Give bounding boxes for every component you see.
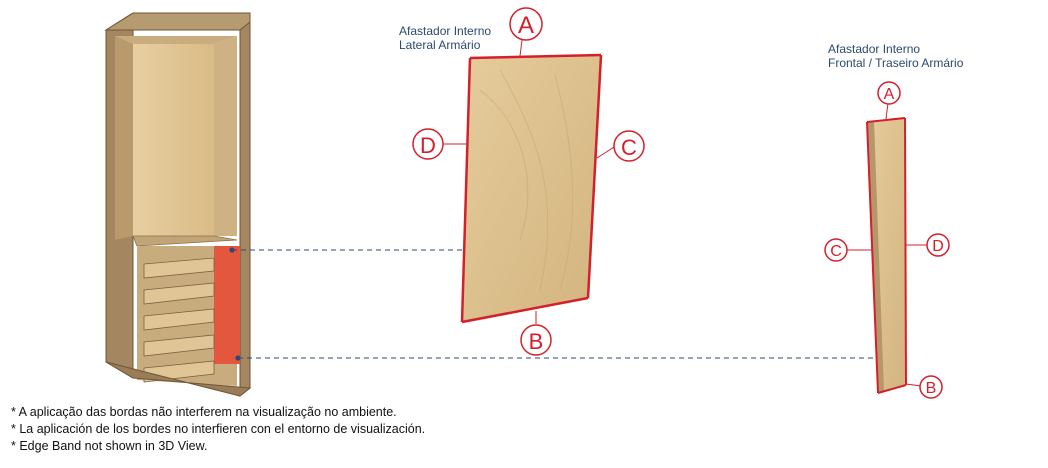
frontal-panel: [866, 117, 907, 394]
frontal-edge-label-c: C: [824, 238, 872, 262]
svg-text:C: C: [621, 135, 637, 160]
lateral-panel-caption: Afastador Interno Lateral Armário: [399, 24, 491, 52]
edge-a-line: [469, 53, 602, 60]
lateral-edge-label-c: C: [596, 130, 645, 162]
edge-b-line: [461, 296, 589, 324]
edge-c-line: [586, 54, 603, 299]
lateral-edge-label-a: A: [509, 7, 543, 57]
note-portuguese: * A aplicação das bordas não interferem …: [11, 405, 397, 419]
note-english: * Edge Band not shown in 3D View.: [11, 439, 208, 453]
frontal-panel-caption: Afastador Interno Frontal / Traseiro Arm…: [828, 42, 963, 70]
frontal-caption-line2: Frontal / Traseiro Armário: [828, 56, 964, 70]
lateral-caption-line2: Lateral Armário: [399, 38, 481, 52]
svg-text:A: A: [884, 86, 895, 103]
edge-d-line: [904, 117, 907, 386]
svg-text:B: B: [529, 329, 544, 354]
edge-d-line: [460, 57, 472, 323]
edge-c-line: [866, 121, 879, 394]
svg-text:B: B: [926, 380, 937, 397]
edge-b-line: [877, 384, 907, 394]
svg-text:D: D: [932, 238, 944, 255]
note-spanish: * La aplicación de los bordes no interfi…: [11, 422, 426, 436]
lateral-panel: [460, 53, 603, 324]
svg-text:D: D: [420, 133, 436, 158]
edge-a-line: [866, 117, 906, 123]
frontal-caption-line1: Afastador Interno: [828, 42, 921, 56]
svg-text:C: C: [830, 243, 842, 260]
svg-text:A: A: [518, 12, 534, 39]
lateral-edge-label-b: B: [520, 311, 552, 356]
frontal-edge-label-a: A: [877, 81, 901, 120]
lateral-caption-line1: Afastador Interno: [399, 24, 492, 38]
frontal-edge-label-d: D: [906, 233, 950, 257]
cabinet-3d-view: [104, 12, 252, 398]
frontal-edge-label-b: B: [905, 375, 943, 399]
lateral-edge-label-d: D: [412, 128, 466, 160]
